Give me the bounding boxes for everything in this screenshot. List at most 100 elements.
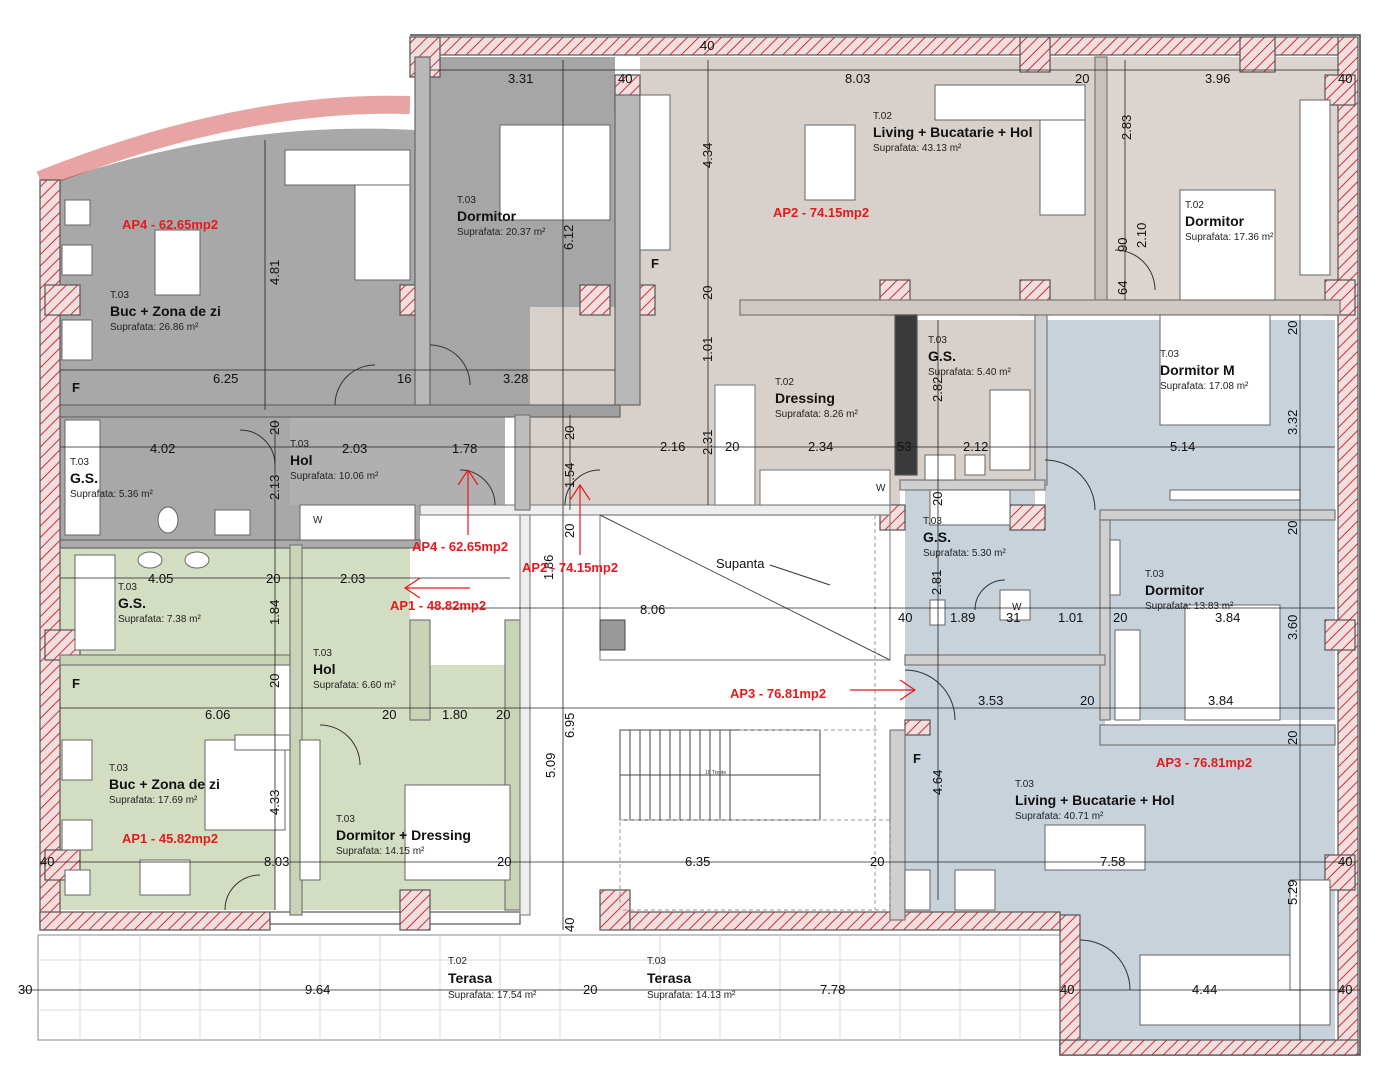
dim-label: 2.10 bbox=[1134, 223, 1149, 248]
room-tag: T.02 bbox=[448, 956, 467, 967]
room-name: Dormitor M bbox=[1160, 362, 1235, 378]
dim-label: 6.12 bbox=[561, 225, 576, 250]
apartment-label: AP2 - 74.15mp2 bbox=[522, 560, 618, 575]
dim-label: 8.03 bbox=[845, 71, 870, 86]
stairwell bbox=[599, 514, 891, 911]
room-label-ap4-dormitor: T.03 Dormitor Suprafata: 20.37 m² bbox=[457, 195, 546, 238]
dim-label: 4.02 bbox=[150, 441, 175, 456]
dim-label: 40 bbox=[1060, 982, 1074, 997]
dim-label: 6.25 bbox=[213, 371, 238, 386]
dim-label: 7.78 bbox=[820, 982, 845, 997]
fridge-label: F bbox=[913, 751, 921, 766]
dim-label: 20 bbox=[497, 854, 511, 869]
room-tag: T.02 bbox=[1185, 200, 1204, 211]
room-area: Suprafata: 20.37 m² bbox=[457, 227, 546, 238]
room-tag: T.03 bbox=[70, 457, 89, 468]
dim-label: 20 bbox=[1113, 610, 1127, 625]
room-name: G.S. bbox=[70, 470, 98, 486]
dim-label: 20 bbox=[700, 286, 715, 300]
arrow-ap4 bbox=[457, 468, 479, 535]
room-name: Dormitor + Dressing bbox=[336, 827, 471, 843]
room-name: Living + Bucatarie + Hol bbox=[873, 124, 1033, 140]
dim-label: 2.03 bbox=[340, 571, 365, 586]
apartment-label: AP4 - 62.65mp2 bbox=[122, 217, 218, 232]
dim-label: 53 bbox=[897, 439, 911, 454]
dim-label: 20 bbox=[562, 426, 577, 440]
dim-label: 8.03 bbox=[264, 854, 289, 869]
dim-label: 6.35 bbox=[685, 854, 710, 869]
room-area: Suprafata: 26.86 m² bbox=[110, 322, 199, 333]
room-tag: T.02 bbox=[873, 111, 892, 122]
room-labels: T.03 Buc + Zona de zi Suprafata: 26.86 m… bbox=[70, 111, 1274, 1001]
room-label-ap1-living: T.03 Buc + Zona de zi Suprafata: 17.69 m… bbox=[109, 763, 220, 806]
dim-label: 6.95 bbox=[562, 713, 577, 738]
terrace-fill bbox=[37, 934, 1061, 1041]
dim-label: 40 bbox=[1338, 854, 1352, 869]
arrow-ap3 bbox=[850, 679, 917, 701]
dim-label: 5.14 bbox=[1170, 439, 1195, 454]
dim-label: 3.60 bbox=[1285, 615, 1300, 640]
dim-label: 20 bbox=[870, 854, 884, 869]
dim-label: 31 bbox=[1006, 610, 1020, 625]
room-name: Terasa bbox=[448, 970, 492, 986]
room-tag: T.03 bbox=[336, 814, 355, 825]
dim-label: 2.34 bbox=[808, 439, 833, 454]
dim-label: 40 bbox=[562, 918, 577, 932]
fridge-label: F bbox=[651, 256, 659, 271]
dim-label: 40 bbox=[1338, 71, 1352, 86]
room-label-ap4-gs: T.03 G.S. Suprafata: 5.36 m² bbox=[70, 457, 153, 500]
room-area: Suprafata: 8.26 m² bbox=[775, 409, 858, 420]
dim-label: 7.58 bbox=[1100, 854, 1125, 869]
dim-label: 40 bbox=[700, 38, 714, 53]
dim-label: 3.96 bbox=[1205, 71, 1230, 86]
room-label-ap1-dormitor: T.03 Dormitor + Dressing Suprafata: 14.1… bbox=[336, 814, 471, 857]
room-name: G.S. bbox=[928, 348, 956, 364]
room-name: Dressing bbox=[775, 390, 835, 406]
room-tag: T.03 bbox=[110, 290, 129, 301]
room-label-ap3-dormitor-m: T.03 Dormitor M Suprafata: 17.08 m² bbox=[1160, 349, 1249, 392]
room-label-ap2-dormitor: T.02 Dormitor Suprafata: 17.36 m² bbox=[1185, 200, 1274, 243]
apartment-labels: AP4 - 62.65mp2 AP4 - 62.65mp2 AP2 - 74.1… bbox=[122, 205, 1252, 846]
dim-label: 4.34 bbox=[700, 143, 715, 168]
room-name: Buc + Zona de zi bbox=[109, 776, 220, 792]
dim-label: 20 bbox=[583, 982, 597, 997]
room-label-ap3-living: T.03 Living + Bucatarie + Hol Suprafata:… bbox=[1015, 779, 1175, 822]
ap3-hall-fill bbox=[1035, 510, 1105, 655]
room-label-ap2-gs: T.03 G.S. Suprafata: 5.40 m² bbox=[928, 335, 1011, 378]
ap4-hall2-fill bbox=[290, 415, 505, 505]
room-name: Hol bbox=[290, 452, 313, 468]
room-area: Suprafata: 10.06 m² bbox=[290, 471, 379, 482]
room-label-ap4-hol: T.03 Hol Suprafata: 10.06 m² bbox=[290, 439, 379, 482]
room-tag: T.03 bbox=[923, 516, 942, 527]
supanta-label: Supanta bbox=[716, 556, 765, 571]
room-label-ap4-living: T.03 Buc + Zona de zi Suprafata: 26.86 m… bbox=[110, 290, 221, 333]
dim-label: 4.64 bbox=[930, 770, 945, 795]
door-swings bbox=[224, 249, 1156, 991]
dim-label: 20 bbox=[267, 674, 282, 688]
dim-label: 20 bbox=[1075, 71, 1089, 86]
supanta-leader bbox=[769, 564, 831, 586]
apartment-label: AP2 - 74.15mp2 bbox=[773, 205, 869, 220]
room-label-terasa-2: T.03 Terasa Suprafata: 14.13 m² bbox=[647, 956, 736, 1001]
room-tag: T.03 bbox=[1015, 779, 1034, 790]
dim-label: 3.31 bbox=[508, 71, 533, 86]
room-tag: T.03 bbox=[118, 582, 137, 593]
dim-label: 1.78 bbox=[452, 441, 477, 456]
room-label-ap2-dressing: T.02 Dressing Suprafata: 8.26 m² bbox=[775, 377, 858, 420]
dim-label: 40 bbox=[618, 71, 632, 86]
dim-label: 3.32 bbox=[1285, 410, 1300, 435]
dim-label: 20 bbox=[1080, 693, 1094, 708]
furniture bbox=[61, 84, 1331, 1026]
dim-label: 1.80 bbox=[442, 707, 467, 722]
dim-label: 20 bbox=[725, 439, 739, 454]
dim-label: 20 bbox=[1285, 731, 1300, 745]
room-area: Suprafata: 40.71 m² bbox=[1015, 811, 1104, 822]
dim-label: 3.53 bbox=[978, 693, 1003, 708]
room-name: Hol bbox=[313, 661, 336, 677]
room-area: Suprafata: 5.36 m² bbox=[70, 489, 153, 500]
dim-label: 4.81 bbox=[267, 260, 282, 285]
dim-label: 2.03 bbox=[342, 441, 367, 456]
room-tag: T.03 bbox=[313, 648, 332, 659]
apartment-label: AP3 - 76.81mp2 bbox=[730, 686, 826, 701]
room-label-terasa-1: T.02 Terasa Suprafata: 17.54 m² bbox=[448, 956, 537, 1001]
